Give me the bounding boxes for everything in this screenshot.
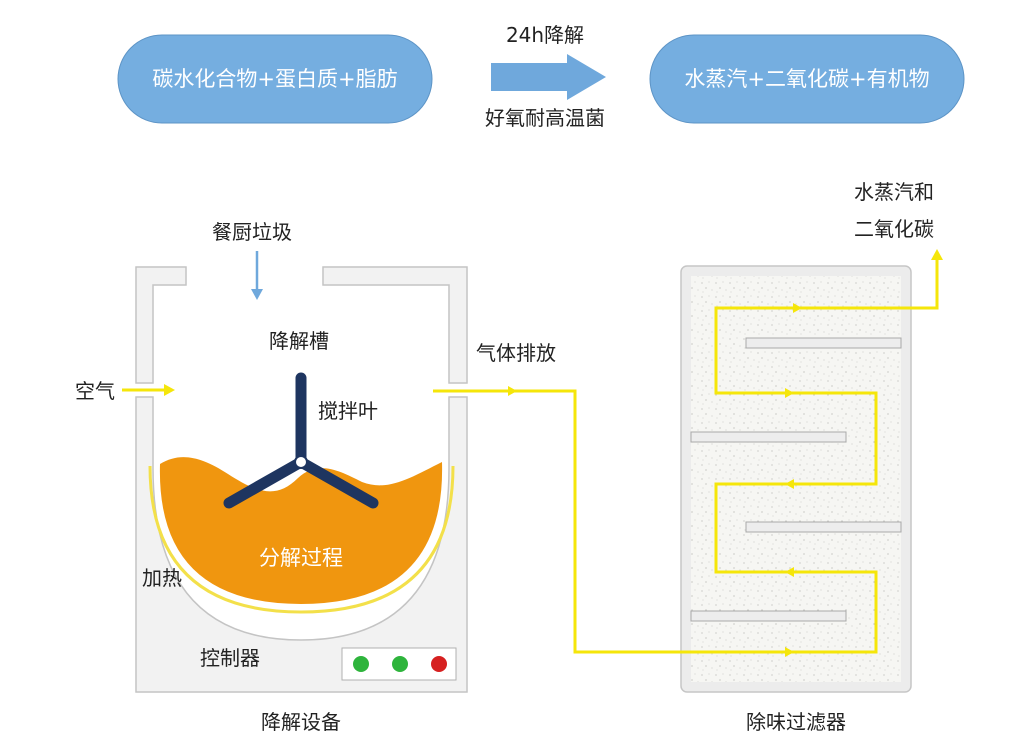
agitator	[223, 372, 379, 509]
air-inlet-arrow-icon	[164, 384, 175, 396]
equation-row: 碳水化合物+蛋白质+脂肪 24h降解 好氧耐高温菌 水蒸汽+二氧化碳+有机物	[117, 23, 965, 130]
bacteria-label: 好氧耐高温菌	[485, 106, 605, 130]
reaction-time-label: 24h降解	[506, 23, 584, 47]
reactants-pill	[117, 34, 433, 124]
input-arrow-icon	[251, 289, 263, 300]
products-pill	[649, 34, 965, 124]
indicator-light-red	[431, 656, 447, 672]
baffle-3	[745, 521, 902, 533]
air-label: 空气	[75, 379, 115, 403]
gas-outlet-arrow-icon	[931, 249, 943, 260]
gas-flow-arrow-icon	[785, 647, 794, 657]
indicator-light-green-2	[392, 656, 408, 672]
agitator-hub	[294, 455, 308, 469]
filter-output-label-2: 二氧化碳	[854, 217, 934, 241]
degradation-equipment: 餐厨垃圾 降解槽 空气 搅拌叶 气体排放 分解过程 加热 控制器 降解设备	[75, 220, 556, 734]
reactants-label: 碳水化合物+蛋白质+脂肪	[152, 67, 397, 91]
baffle-1	[745, 337, 902, 349]
agitator-blade-left	[223, 456, 307, 509]
gas-flow-arrow-icon	[508, 386, 517, 396]
indicator-light-green-1	[353, 656, 369, 672]
gas-flow-arrow-icon	[785, 388, 794, 398]
exhaust-label: 气体排放	[476, 341, 556, 365]
gas-flow-arrow-icon	[785, 567, 794, 577]
gas-flow-arrow-icon	[793, 303, 802, 313]
heating-label: 加热	[142, 566, 182, 590]
gas-flow-arrow-icon	[785, 479, 794, 489]
gas-flow	[433, 249, 943, 657]
controller-label: 控制器	[200, 646, 260, 670]
baffle-4	[690, 610, 847, 622]
blade-label: 搅拌叶	[318, 399, 378, 423]
products-label: 水蒸汽+二氧化碳+有机物	[684, 67, 929, 91]
filter-output-label-1: 水蒸汽和	[854, 180, 934, 204]
equipment-caption: 降解设备	[261, 710, 341, 734]
filter-caption: 除味过滤器	[746, 710, 846, 734]
baffle-2	[690, 431, 847, 443]
heating-element	[148, 465, 455, 614]
process-label: 分解过程	[259, 546, 343, 570]
tank-label: 降解槽	[269, 329, 329, 353]
deodorizing-filter: 水蒸汽和 二氧化碳 除味过滤器	[680, 180, 934, 734]
gas-flow-path	[433, 259, 939, 654]
decomposing-waste	[159, 457, 443, 604]
agitator-blade-right	[295, 456, 379, 509]
reaction-arrow-icon	[491, 54, 606, 100]
food-waste-label: 餐厨垃圾	[212, 220, 292, 244]
